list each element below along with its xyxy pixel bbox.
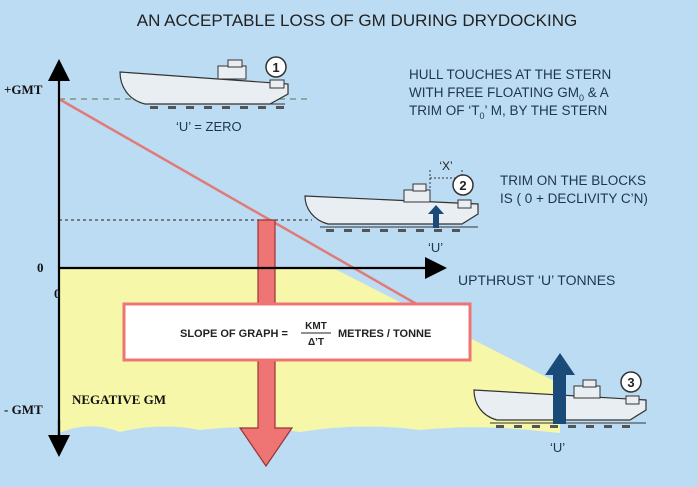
stage-2-note: TRIM ON THE BLOCKS IS ( 0 + DECLIVITY C’… (500, 173, 648, 206)
ship-3-u-label: ‘U’ (550, 440, 565, 455)
ship-2-x-label: ‘X’ (439, 159, 452, 173)
stage-2-note-line-2: IS ( 0 + DECLIVITY C’N) (500, 191, 648, 206)
ship-3-number: 3 (627, 375, 634, 390)
formula-prefix: SLOPE OF GRAPH = (180, 328, 288, 340)
ship-3-upthrust-arrow (545, 353, 575, 424)
ship-1: 1 ‘U’ = ZERO (119, 56, 289, 134)
region-wave-edge (59, 426, 560, 440)
x-zero-label: 0 (54, 286, 61, 301)
ship-3: 3 ‘U’ (473, 353, 647, 455)
formula-denominator: Δ’T (308, 337, 324, 348)
ship-1-number: 1 (272, 60, 279, 75)
ship-2-u-label: ‘U’ (428, 240, 443, 255)
stage-1-note-line-2-text: WITH FREE FLOATING GM (409, 85, 579, 100)
y-bottom-label: - GMT (4, 402, 43, 417)
ship-1-number-badge (265, 56, 287, 78)
stage-1-note-line-2-suffix: & A (584, 85, 609, 100)
ship-3-number-badge (620, 371, 642, 393)
ship-2-number: 2 (459, 178, 466, 193)
gm-slope-line (58, 97, 421, 308)
y-zero-label: 0 (37, 260, 44, 275)
stage-2-note-line-1: TRIM ON THE BLOCKS (500, 173, 646, 188)
ship-2: ‘X’ 2 ‘U’ (304, 159, 479, 255)
formula-numerator: KMT (305, 321, 327, 332)
diagram-title: AN ACCEPTABLE LOSS OF GM DURING DRYDOCKI… (137, 11, 578, 30)
stage-1-note-line-3: TRIM OF ‘T0’ M, BY THE STERN (409, 103, 607, 121)
negative-gm-label: NEGATIVE GM (72, 392, 166, 407)
ship-1-hull-icon (119, 71, 289, 105)
formula-box (122, 302, 472, 362)
stage-1-note-line-3-b: ’ M, BY THE STERN (485, 103, 608, 118)
stage-1-note-sub: 0 (579, 93, 584, 103)
ship-1-u-label: ‘U’ = ZERO (176, 119, 242, 134)
formula-suffix: METRES / TONNE (338, 328, 431, 340)
x-axis-label: UPTHRUST ‘U’ TONNES (458, 272, 615, 288)
ship-2-hull-icon (304, 195, 479, 225)
stage-1-note-line-2: WITH FREE FLOATING GM0 & A (409, 85, 609, 103)
stage-1-note: HULL TOUCHES AT THE STERN WITH FREE FLOA… (409, 67, 611, 121)
stage-1-note-line-1: HULL TOUCHES AT THE STERN (409, 67, 611, 82)
stage-1-note-line-3-a: TRIM OF ‘T (409, 103, 480, 118)
ship-2-number-badge (452, 174, 474, 196)
ship-2-upthrust-arrow (428, 205, 444, 228)
y-top-label: +GMT (4, 82, 43, 97)
stage-1-note-line-3-sub: 0 (480, 111, 485, 121)
